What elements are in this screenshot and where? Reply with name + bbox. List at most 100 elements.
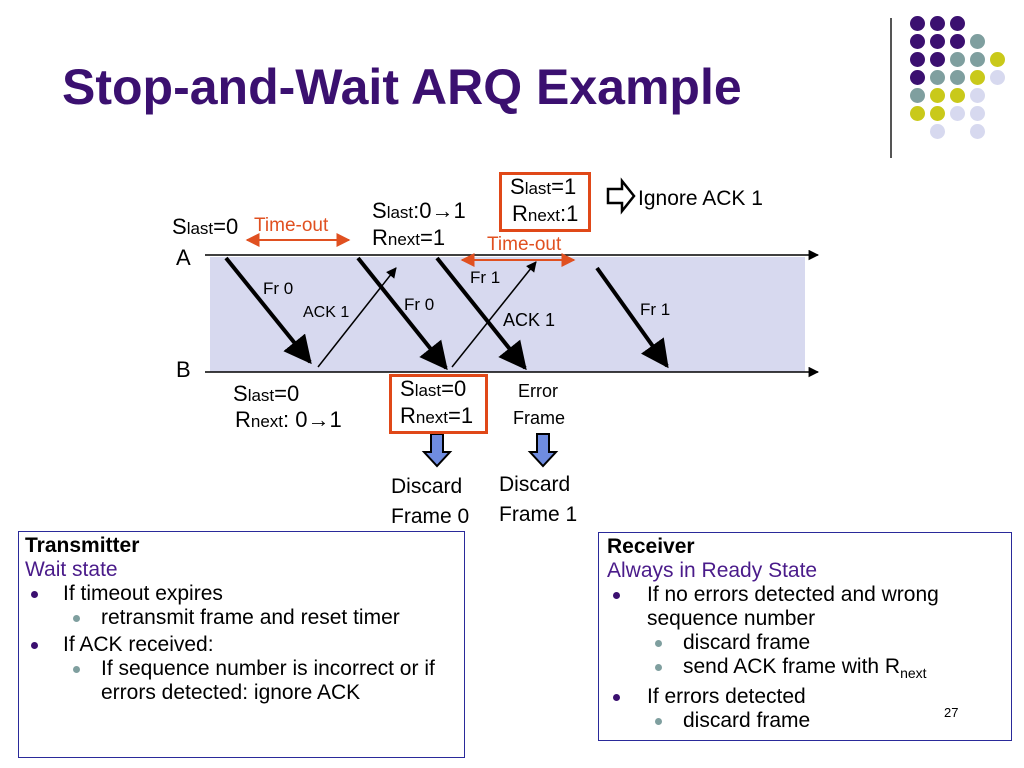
decorative-dot-grid: [0, 0, 1024, 160]
transmitter-state: Wait state: [25, 558, 118, 581]
station-b-label: B: [176, 357, 191, 382]
b-state-1-r: Rnext: 0→1: [235, 407, 342, 433]
subscript-last: last: [247, 386, 275, 405]
page-title: Stop-and-Wait ARQ Example: [62, 59, 742, 115]
a-state-3-r: Rnext:1: [512, 201, 578, 227]
decorative-dot: [910, 52, 925, 67]
receiver-subitem-text: send ACK frame with R: [683, 655, 901, 678]
discard-0-line-1: Discard: [391, 475, 463, 498]
page-number: 27: [944, 705, 959, 720]
decorative-dot: [930, 106, 945, 121]
discard-1-line-1: Discard: [499, 473, 571, 496]
frame-arrow-fr0-second: [356, 256, 448, 371]
discard-arrow-icon-2: [527, 433, 559, 468]
transmitter-subitem: retransmit frame and reset timer: [25, 606, 464, 630]
b-state-1-r-value: : 0→1: [283, 407, 342, 432]
decorative-dot: [930, 34, 945, 49]
error-frame-label: Error Frame: [513, 378, 565, 432]
highlight-box-a-state: [499, 172, 591, 232]
a-state-3-s: Slast=1: [510, 174, 576, 200]
ack-arrow-second: [451, 261, 537, 368]
transmitter-panel: Transmitter Wait state If timeout expire…: [18, 531, 465, 758]
decorative-dot: [930, 70, 945, 85]
decorative-dot: [990, 52, 1005, 67]
receiver-state: Always in Ready State: [607, 559, 818, 582]
decorative-dot: [950, 16, 965, 31]
discard-0-line-2: Frame 0: [391, 505, 470, 528]
r-symbol: R: [400, 403, 416, 428]
a-state-2-s-value: :0→1: [413, 198, 466, 223]
receiver-heading: Receiver: [607, 535, 695, 558]
frame-arrow-fr1-second: [595, 266, 669, 369]
decorative-dot: [950, 34, 965, 49]
r-symbol: R: [235, 407, 251, 432]
decorative-dot: [970, 34, 985, 49]
decorative-dot: [910, 34, 925, 49]
transmitter-item: If ACK received:: [25, 633, 464, 657]
a-state-1-value: =0: [213, 214, 239, 239]
decorative-dot: [970, 88, 985, 103]
transmitter-item: If timeout expires: [25, 582, 464, 606]
receiver-item: If no errors detected and wrong sequence…: [607, 583, 1011, 631]
ignore-arrow-icon: [606, 177, 636, 215]
receiver-list: If no errors detected and wrong sequence…: [607, 583, 1011, 733]
b-state-1-s-value: =0: [274, 381, 300, 406]
a-state-3-r-value: :1: [560, 201, 579, 226]
subscript-next: next: [415, 408, 449, 427]
discard-frame-0-label: Discard Frame 0: [391, 472, 469, 532]
decorative-dot: [950, 70, 965, 85]
a-state-1: Slast=0: [172, 214, 238, 240]
b-state-1-s: Slast=0: [233, 381, 299, 407]
decorative-dot: [930, 88, 945, 103]
r-symbol: R: [372, 225, 388, 250]
b-state-2-r-value: =1: [448, 403, 474, 428]
subscript-last: last: [186, 219, 214, 238]
receiver-panel: Receiver Always in Ready State If no err…: [598, 532, 1012, 741]
b-state-2-s-value: =0: [441, 376, 467, 401]
s-symbol: S: [400, 376, 415, 401]
decorative-dot: [950, 88, 965, 103]
subscript-last: last: [386, 203, 414, 222]
receiver-subitem: send ACK frame with Rnext: [607, 655, 1011, 685]
discard-arrow-icon-1: [421, 433, 453, 468]
r-symbol: R: [512, 201, 528, 226]
decorative-dot: [930, 124, 945, 139]
transmitter-heading: Transmitter: [25, 534, 140, 557]
decorative-dot: [950, 52, 965, 67]
discard-1-line-2: Frame 1: [499, 503, 578, 526]
transmitter-subitem: If sequence number is incorrect or if er…: [25, 657, 464, 705]
subscript-next: next: [387, 230, 421, 249]
subscript-last: last: [414, 381, 442, 400]
decorative-dot: [910, 106, 925, 121]
decorative-dot: [970, 70, 985, 85]
decorative-dot: [970, 52, 985, 67]
decorative-dot: [930, 52, 945, 67]
decorative-dot: [970, 106, 985, 121]
ignore-ack-label: Ignore ACK 1: [638, 187, 763, 210]
timeout-label-2: Time-out: [487, 234, 562, 255]
divider-line: [890, 18, 892, 158]
decorative-dot: [970, 124, 985, 139]
timeout-label-1: Time-out: [254, 215, 329, 236]
a-state-2-r-value: =1: [420, 225, 446, 250]
frame-arrow-fr1-first: [435, 256, 527, 371]
subscript-next: next: [250, 412, 284, 431]
subscript-next: next: [527, 206, 561, 225]
error-frame-line-1: Error: [518, 381, 558, 401]
ack-arrow-first: [317, 267, 397, 368]
fr0-label-second: Fr 0: [404, 295, 435, 314]
fr1-label-second: Fr 1: [640, 300, 671, 319]
decorative-dot: [910, 88, 925, 103]
a-state-3-s-value: =1: [551, 174, 577, 199]
receiver-subitem: discard frame: [607, 709, 1011, 733]
discard-frame-1-label: Discard Frame 1: [499, 470, 577, 530]
decorative-dot: [990, 70, 1005, 85]
fr1-label-first: Fr 1: [470, 268, 501, 287]
decorative-dot: [930, 16, 945, 31]
subscript-next: next: [900, 665, 927, 682]
a-state-2-s: Slast:0→1: [372, 198, 466, 224]
decorative-dot: [950, 106, 965, 121]
frame-arrow-fr0-first: [224, 256, 312, 365]
b-state-2-r: Rnext=1: [400, 403, 473, 429]
ack1-label-first: ACK 1: [303, 304, 350, 321]
